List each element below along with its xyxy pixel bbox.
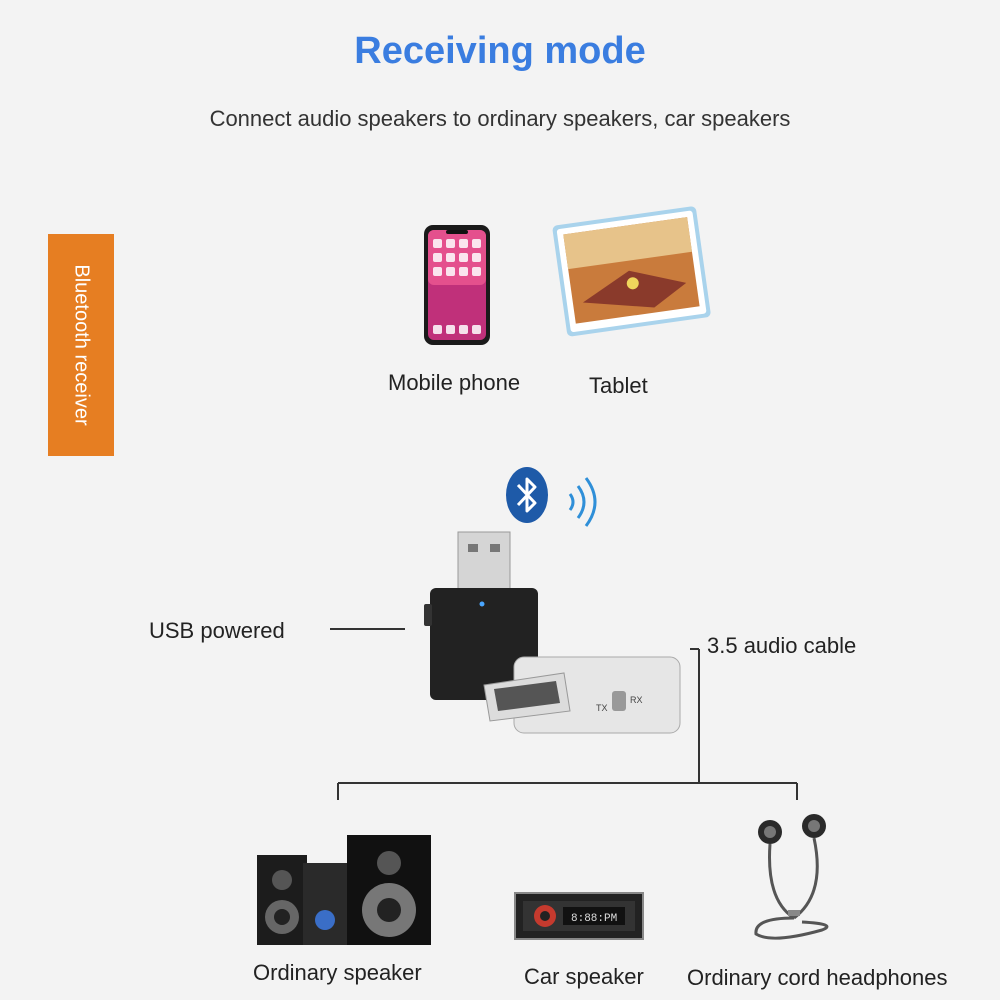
cord-headphones-label: Ordinary cord headphones: [687, 965, 948, 990]
mobile-phone-image: [424, 225, 490, 345]
signal-waves-icon: [568, 477, 597, 527]
bluetooth-icon: [506, 467, 548, 523]
switch-rx-label: RX: [630, 695, 643, 705]
usb-pointer-line: [330, 628, 405, 630]
white-usb-dongle-image: TX RX: [483, 656, 681, 734]
cord-headphones-image: [754, 814, 829, 940]
black-usb-dongle-image: [424, 531, 538, 700]
usb-powered-label: USB powered: [149, 618, 285, 643]
car-speaker-label: Car speaker: [524, 964, 644, 989]
switch-tx-label: TX: [596, 703, 608, 713]
tablet-label: Tablet: [589, 373, 648, 398]
stereo-speaker-image: [257, 835, 431, 945]
side-tab: Bluetooth receiver: [48, 234, 114, 456]
page-subtitle: Connect audio speakers to ordinary speak…: [209, 106, 791, 131]
ordinary-speaker-label: Ordinary speaker: [253, 960, 422, 985]
car-stereo-image: 8:88:PM: [514, 892, 644, 940]
audio-cable-label: 3.5 audio cable: [707, 633, 857, 658]
car-stereo-display: 8:88:PM: [571, 913, 617, 925]
tablet-image: [552, 206, 711, 337]
page-title: Receiving mode: [354, 30, 646, 72]
mobile-phone-label: Mobile phone: [388, 370, 521, 395]
